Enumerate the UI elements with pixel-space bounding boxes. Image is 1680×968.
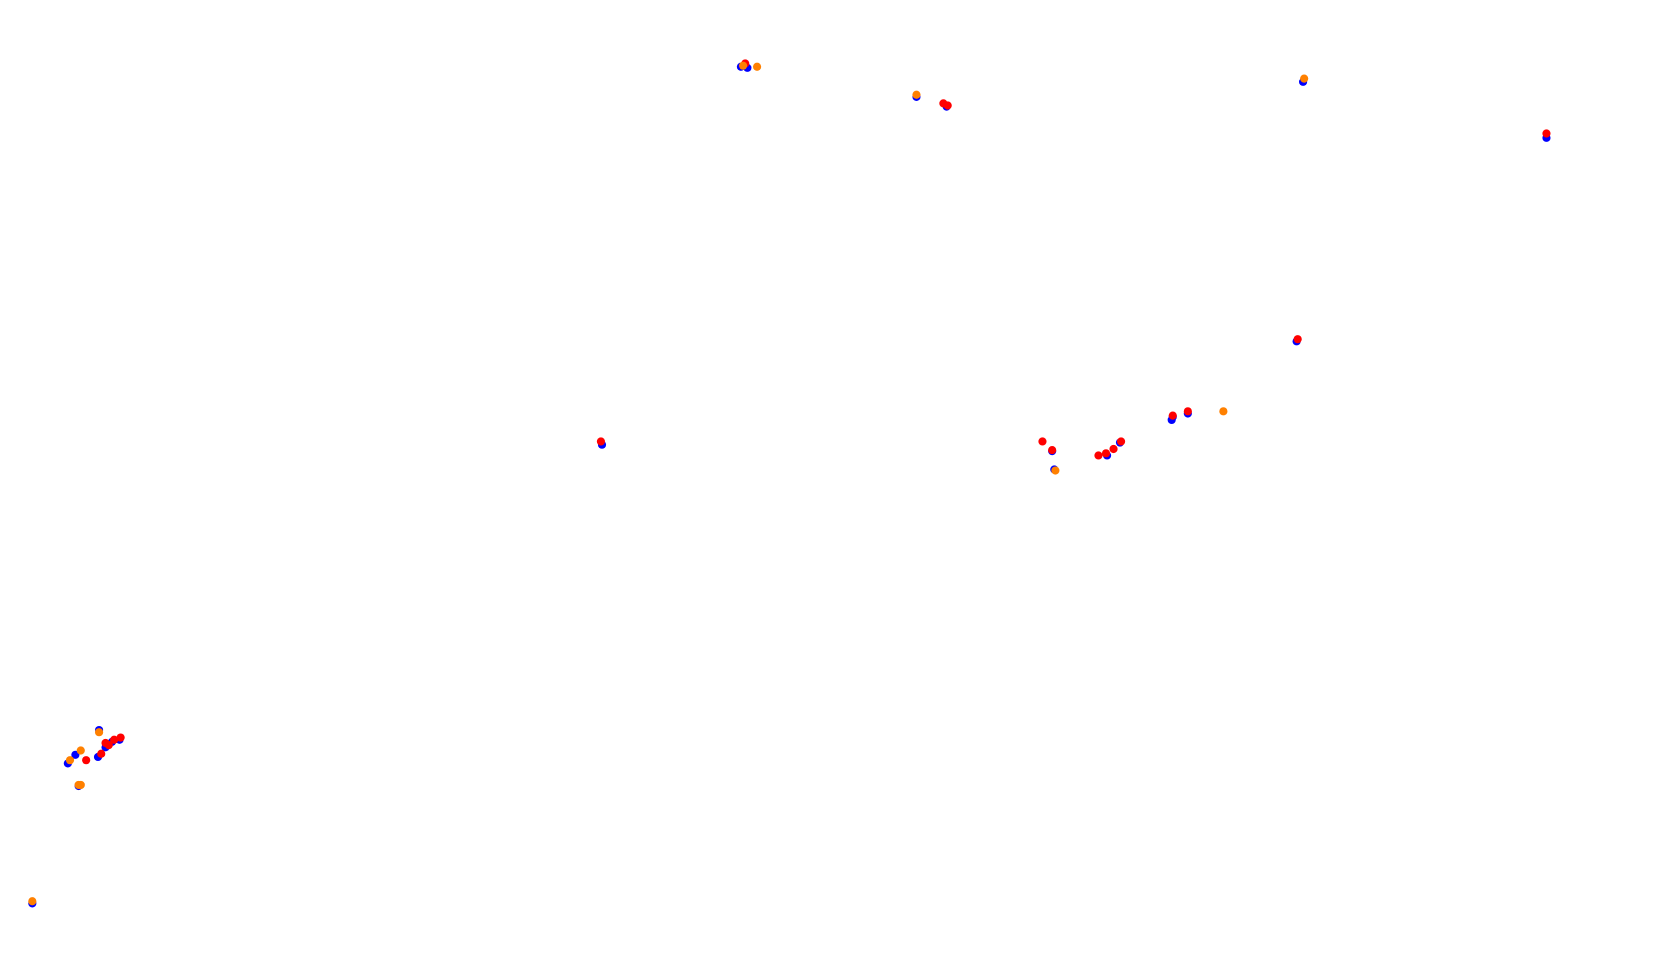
data-point <box>1051 466 1060 475</box>
data-point <box>1038 437 1047 446</box>
data-point <box>1300 74 1309 83</box>
data-point <box>76 746 85 755</box>
series-1 <box>82 59 1551 765</box>
data-point <box>65 756 75 765</box>
data-point <box>110 735 119 744</box>
data-point <box>1116 437 1126 446</box>
data-point <box>1101 449 1111 458</box>
data-point <box>97 749 106 758</box>
data-point <box>596 437 606 446</box>
data-point <box>1094 451 1103 460</box>
data-point <box>1542 129 1551 138</box>
data-point <box>94 728 104 737</box>
series-0 <box>28 62 1551 908</box>
data-point <box>943 101 952 110</box>
data-point <box>116 733 125 742</box>
data-point <box>1109 444 1118 454</box>
data-point <box>104 741 113 750</box>
data-point <box>1293 335 1302 344</box>
data-point <box>738 61 748 70</box>
data-point <box>82 756 91 765</box>
data-point <box>912 90 921 99</box>
data-point <box>1183 407 1192 416</box>
data-point <box>28 897 37 906</box>
data-point <box>1048 445 1057 455</box>
data-point <box>752 62 762 71</box>
data-point <box>76 780 85 790</box>
data-point <box>1219 407 1228 416</box>
data-point <box>1168 411 1177 420</box>
series-2 <box>28 61 1309 906</box>
